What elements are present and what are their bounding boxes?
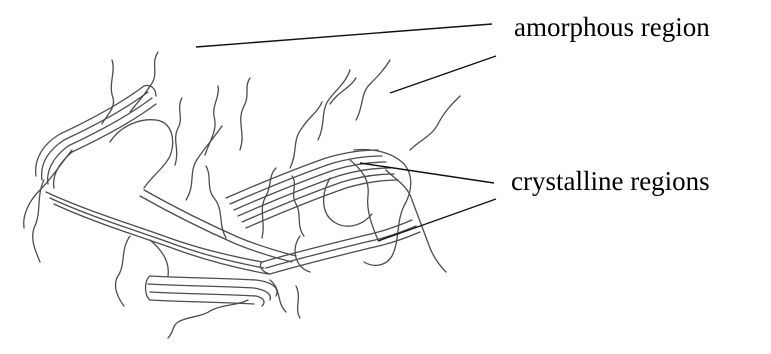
amorphous-chain	[296, 286, 300, 318]
crystalline-lamella-lower-right	[260, 220, 420, 274]
amorphous-chain	[318, 70, 350, 140]
crystalline-lamella-center	[226, 150, 398, 228]
leader-line-amorphous-2	[390, 56, 496, 93]
crystalline-lamella-bottom	[146, 276, 278, 306]
folded-chain	[150, 300, 254, 304]
leader-line-amorphous-1	[196, 24, 492, 47]
chain-loop	[110, 120, 173, 188]
amorphous-chain	[356, 60, 390, 120]
folded-chain	[46, 192, 262, 262]
crystalline-lamella-upper-left	[36, 85, 156, 188]
crystalline-lamella-lower-left	[46, 190, 296, 274]
amorphous-chain	[102, 60, 114, 124]
folded-chain	[148, 284, 270, 300]
leader-line-crystalline-2	[378, 199, 496, 241]
amorphous-chain	[290, 102, 322, 168]
leader-lines	[196, 24, 496, 241]
amorphous-chain	[386, 170, 446, 272]
amorphous-chain	[240, 78, 250, 150]
folded-chain	[266, 226, 416, 268]
amorphous-chain	[410, 96, 460, 150]
chain-loop	[324, 178, 372, 226]
amorphous-chain	[175, 98, 182, 165]
crystalline-regions-label: crystalline regions	[511, 168, 710, 195]
amorphous-chain	[116, 236, 130, 306]
amorphous-chain	[205, 86, 218, 155]
amorphous-chain	[24, 150, 72, 228]
amorphous-region-label: amorphous region	[514, 14, 710, 41]
leader-line-crystalline-1	[360, 163, 494, 183]
amorphous-chain	[168, 300, 248, 338]
chain-fold	[146, 276, 151, 300]
amorphous-chain	[186, 126, 222, 200]
